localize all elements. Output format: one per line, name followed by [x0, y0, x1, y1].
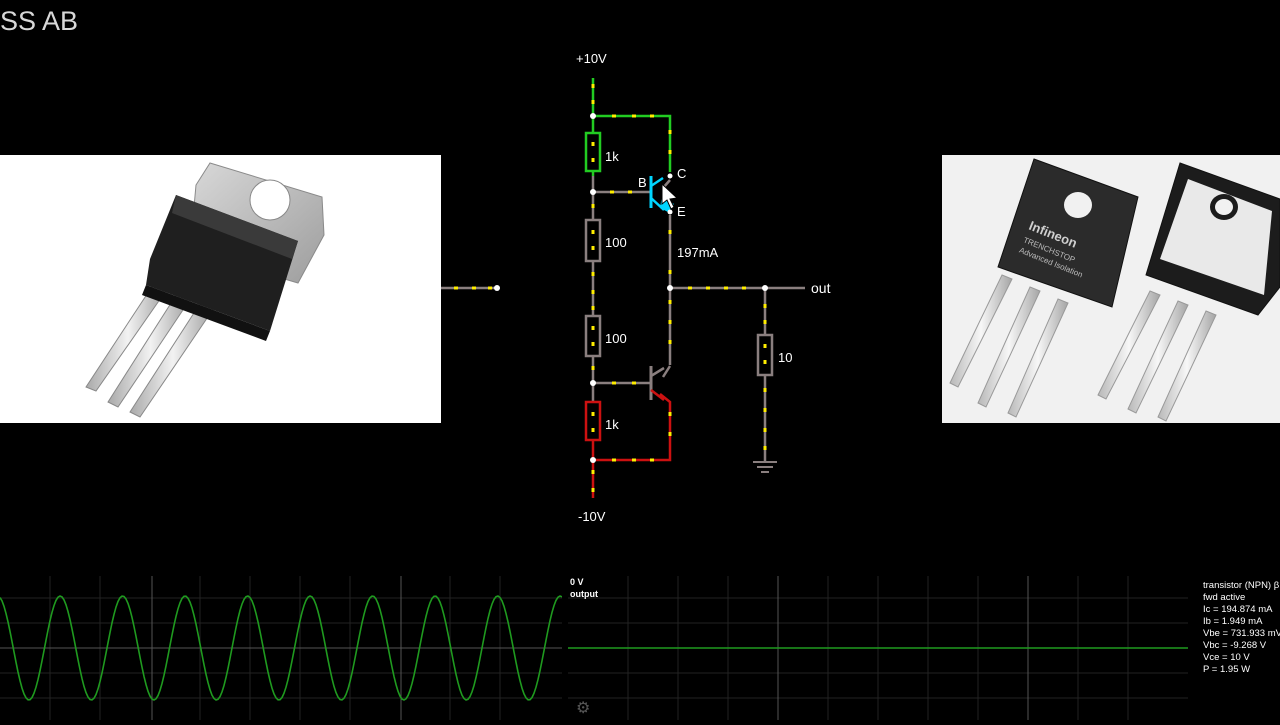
page-title: ASS AB: [0, 6, 79, 36]
info-line: Ib = 1.949 mA: [1203, 616, 1263, 627]
r-mid1-label: 100: [605, 235, 627, 250]
pin-e-label: E: [677, 204, 686, 219]
r-load-label: 10: [778, 350, 792, 365]
resistor-100-upper[interactable]: [584, 218, 602, 263]
info-line: Ic = 194.874 mA: [1203, 604, 1273, 615]
to220-transistor-photo: [0, 155, 441, 423]
r-mid2-label: 100: [605, 331, 627, 346]
scope-name-label: output: [570, 589, 598, 599]
out-label: out: [811, 280, 831, 296]
supply-pos-label: +10V: [576, 51, 607, 66]
gear-icon[interactable]: ⚙: [576, 700, 591, 717]
scope-input[interactable]: [0, 576, 563, 720]
info-line: Vce = 10 V: [1203, 652, 1250, 663]
r-top-label: 1k: [605, 149, 619, 164]
info-line: P = 1.95 W: [1203, 664, 1251, 675]
pin-b-label: B: [638, 175, 647, 190]
info-line: Vbc = -9.268 V: [1203, 640, 1267, 651]
resistor-100-lower[interactable]: [584, 314, 602, 358]
ground-icon: [753, 461, 777, 473]
arrow-cursor-icon: [661, 182, 679, 210]
current-label: 197mA: [677, 245, 719, 260]
to247-transistor-photo: Infineon TRENCHSTOP Advanced Isolation: [942, 155, 1280, 423]
info-line: transistor (NPN) β: [1203, 580, 1280, 591]
info-line: Vbe = 731.933 mV: [1203, 628, 1280, 639]
info-line: fwd active: [1203, 592, 1246, 603]
scope-output[interactable]: 0 V output: [568, 576, 1188, 720]
supply-neg-label: -10V: [578, 509, 606, 524]
resistor-1k-bottom[interactable]: [584, 400, 602, 442]
r-bot-label: 1k: [605, 417, 619, 432]
pin-c-label: C: [677, 166, 686, 181]
scope-value-label: 0 V: [570, 577, 584, 587]
transistor-info-panel: transistor (NPN) β fwd active Ic = 194.8…: [1203, 580, 1280, 676]
resistor-1k-top[interactable]: [584, 131, 602, 173]
pnp-transistor-bottom[interactable]: [649, 366, 665, 401]
resistor-10-load[interactable]: [756, 333, 774, 377]
